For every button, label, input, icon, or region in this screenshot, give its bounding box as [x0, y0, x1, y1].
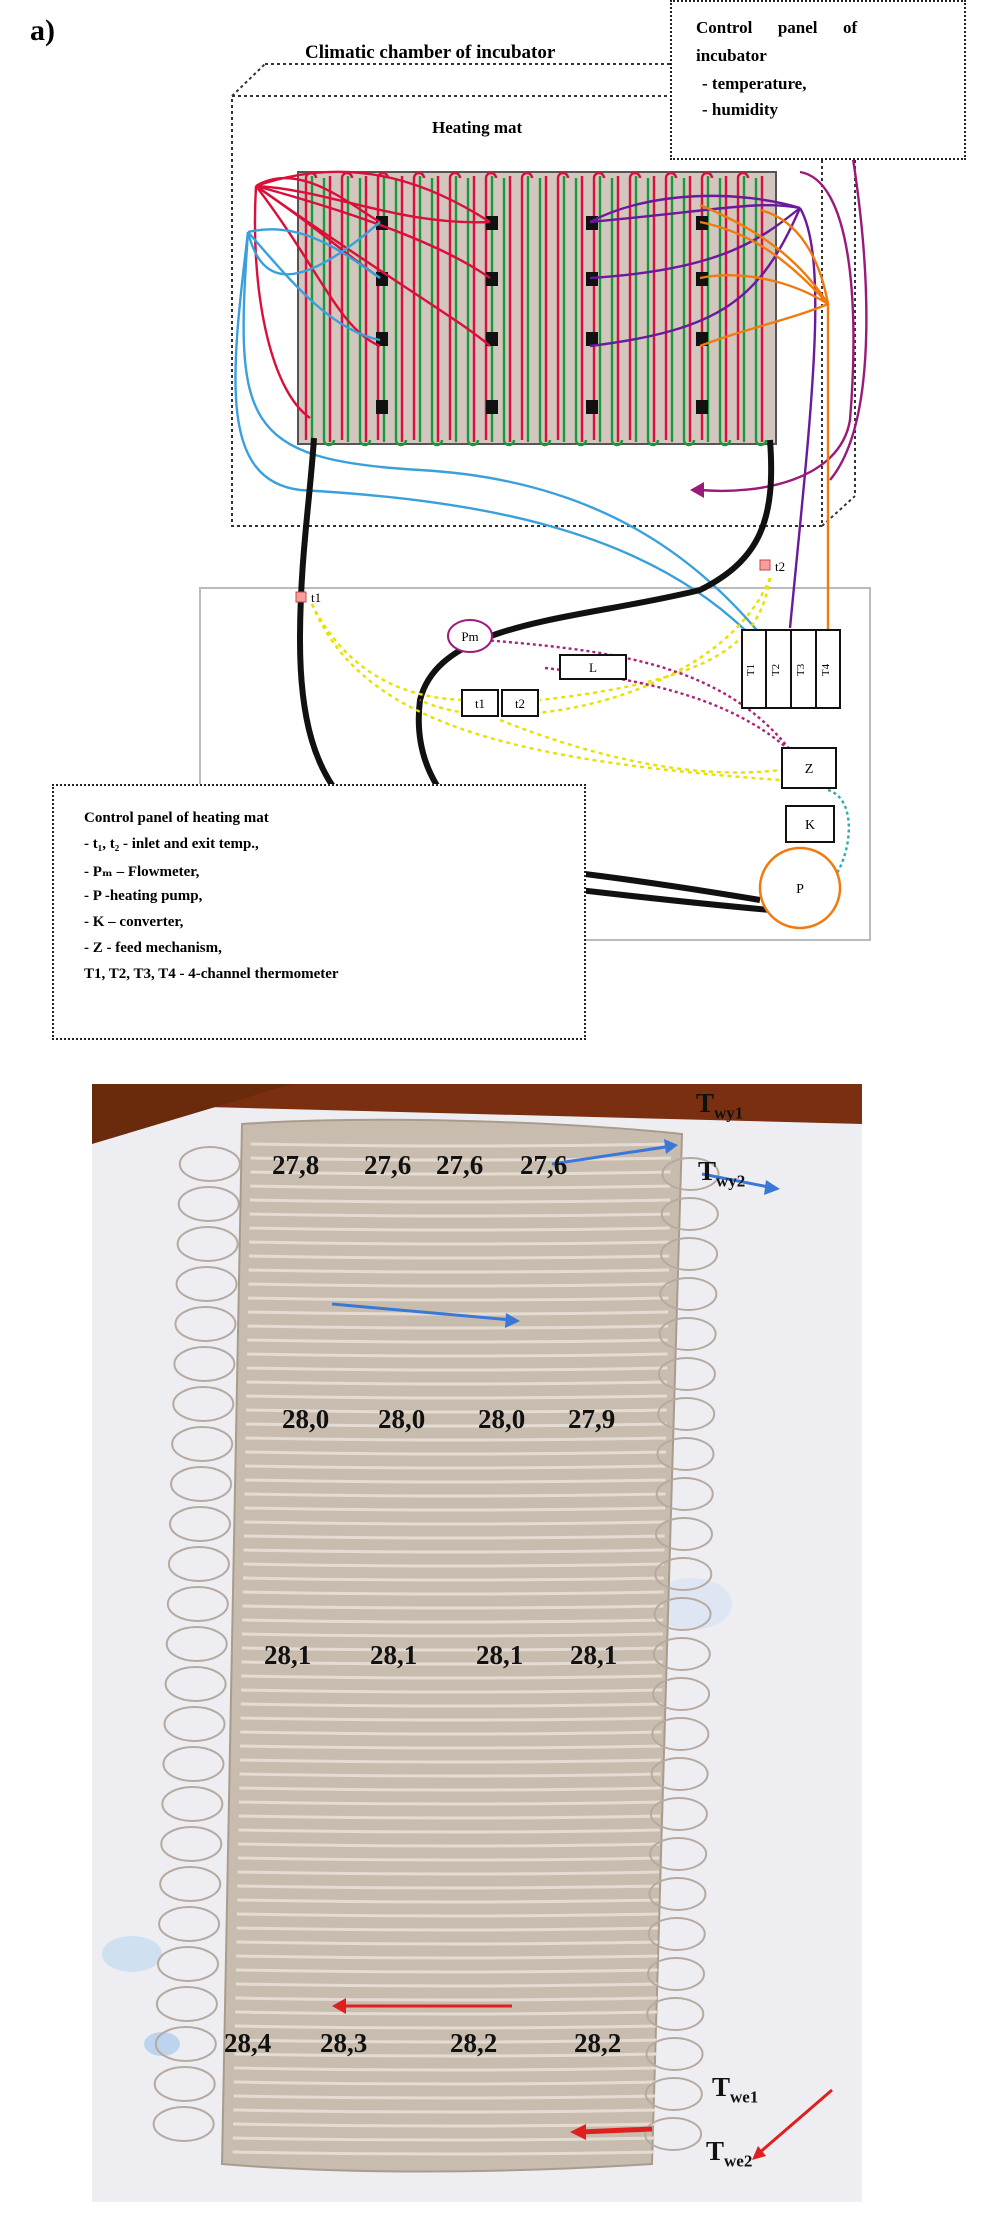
temp-r2-c1: 28,0 [282, 1404, 330, 1434]
temp-r2-c2: 28,0 [378, 1404, 426, 1434]
p-label: P [796, 882, 804, 897]
heating-mat-photo: 27,8 27,6 27,6 27,6 28,0 28,0 28,0 27,9 … [92, 1084, 862, 2202]
t1-box-label: t1 [475, 696, 485, 711]
flowmeter-label: Pm [461, 629, 478, 644]
incubator-panel-line: Control panel of [696, 18, 858, 37]
heating-panel-line: - K – converter, [84, 914, 184, 930]
heating-panel-title: Control panel of heating mat [84, 810, 269, 826]
t-in-1-label: Twe1 [712, 2072, 759, 2107]
thermo-ch-4: T4 [820, 663, 832, 676]
t2-label: t2 [775, 559, 785, 574]
sensor-square [376, 400, 388, 414]
thermo-ch-1: T1 [745, 664, 757, 676]
z-label: Z [805, 762, 814, 777]
sensor-square [586, 400, 598, 414]
incubator-panel-line: incubator [696, 46, 767, 65]
heating-panel-line: - Z - feed mechanism, [84, 940, 222, 956]
figure-label: a) [30, 14, 55, 47]
temp-r1-c4: 27,6 [520, 1150, 568, 1180]
temp-r4-c1: 28,4 [224, 2028, 272, 2058]
heating-mat-label: Heating mat [432, 118, 523, 137]
temp-r1-c2: 27,6 [364, 1150, 412, 1180]
temp-r3-c3: 28,1 [476, 1640, 524, 1670]
sensor-square [486, 332, 498, 346]
chamber-title: Climatic chamber of incubator [305, 42, 556, 63]
sensor-square [486, 400, 498, 414]
temp-r1-c3: 27,6 [436, 1150, 484, 1180]
thermo-ch-2: T2 [770, 664, 782, 676]
heating-panel-line: - P -heating pump, [84, 888, 203, 904]
t-in-2-label: Twe2 [706, 2136, 753, 2171]
temp-r3-c4: 28,1 [570, 1640, 618, 1670]
sensor-square [696, 332, 708, 346]
t1-label: t1 [311, 590, 321, 605]
temp-r3-c1: 28,1 [264, 1640, 312, 1670]
t-out-2-label: Twy2 [698, 1156, 746, 1191]
sensor-square [376, 332, 388, 346]
temp-r3-c2: 28,1 [370, 1640, 418, 1670]
temp-r2-c4: 27,9 [568, 1404, 616, 1434]
incubator-panel-line: - temperature, [702, 74, 807, 93]
incubator-panel-line: - humidity [702, 100, 779, 119]
sensor-square [486, 216, 498, 230]
temp-r4-c2: 28,3 [320, 2028, 368, 2058]
sensor-square [586, 332, 598, 346]
t2-box-label: t2 [515, 696, 525, 711]
sensor-square [696, 400, 708, 414]
temp-r1-c1: 27,8 [272, 1150, 320, 1180]
sensor-square [486, 272, 498, 286]
t-out-1-label: Twy1 [696, 1088, 744, 1123]
temp-r4-c3: 28,2 [450, 2028, 498, 2058]
temp-r2-c3: 28,0 [478, 1404, 526, 1434]
l-label: L [589, 660, 597, 675]
sensor-square [376, 272, 388, 286]
heating-panel-line: T1, T2, T3, T4 - 4-channel thermometer [84, 966, 339, 982]
heating-panel-line: - Pₘ – Flowmeter, [84, 864, 200, 880]
sensor-square [696, 272, 708, 286]
incubator-schematic: t1 t2 Pm L t1 t2 T1 T2 T3 T4 Z K P [199, 63, 871, 941]
heating-mat-control-panel: Control panel of heating mat - t₁, t₂ - … [52, 784, 586, 1040]
k-label: K [805, 818, 815, 833]
heating-panel-line: - t₁, t₂ - inlet and exit temp., [84, 836, 259, 852]
temp-r4-c4: 28,2 [574, 2028, 622, 2058]
photo-drawing [92, 1084, 862, 2202]
incubator-control-panel: Control panel of incubator - temperature… [670, 0, 966, 160]
thermo-ch-3: T3 [795, 663, 807, 676]
